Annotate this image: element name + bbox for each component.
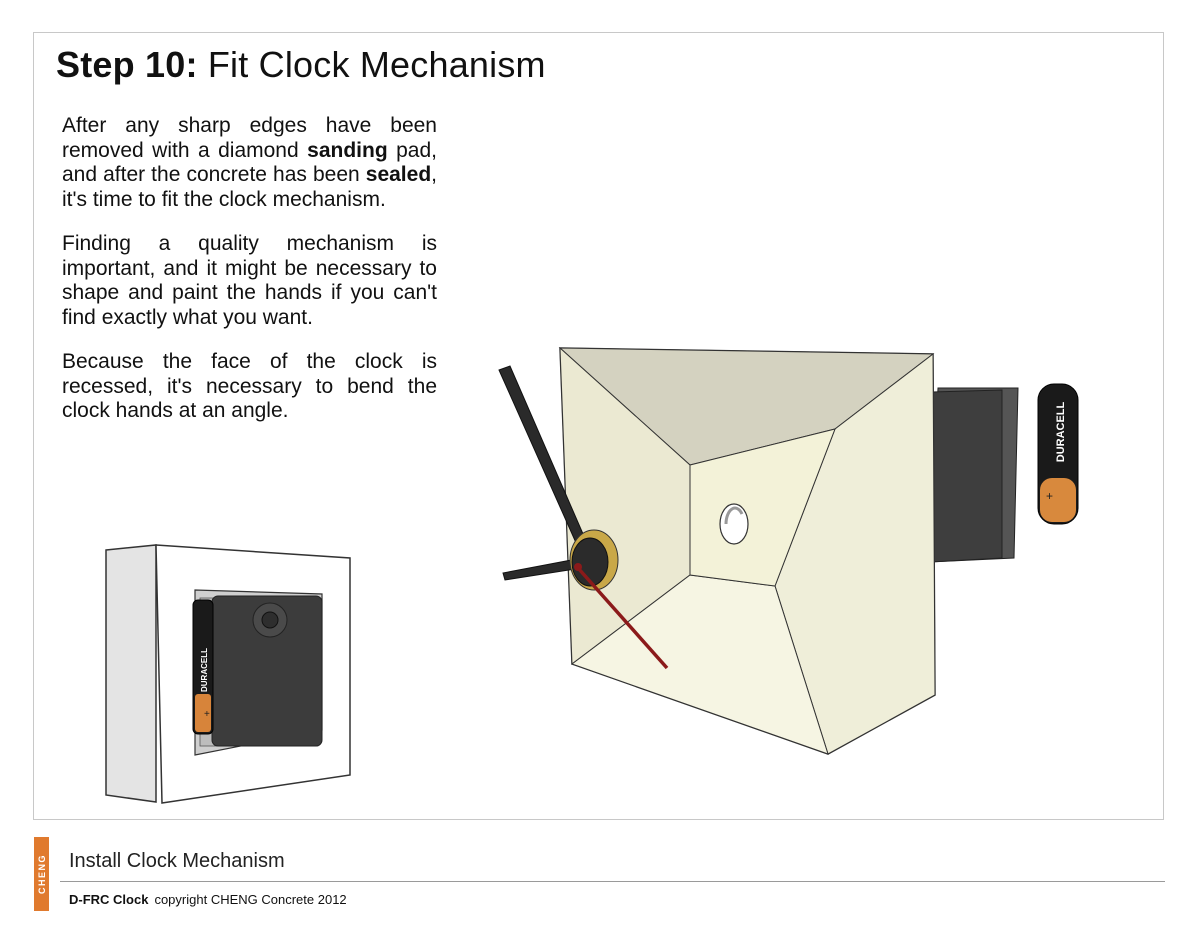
cheng-logo: CHENG bbox=[34, 837, 49, 911]
second-hand-cap bbox=[574, 563, 582, 571]
paragraph-3: Because the face of the clock is recesse… bbox=[62, 350, 437, 422]
logo-text: CHENG bbox=[36, 853, 47, 895]
p1-bold-sealed: sealed bbox=[365, 163, 432, 186]
shaft-hole-edge bbox=[724, 506, 744, 525]
loose-battery-label: DURACELL bbox=[1055, 401, 1067, 462]
shaft-hole bbox=[719, 503, 749, 545]
mechanism-box bbox=[929, 389, 1003, 563]
loose-battery-plus: + bbox=[1046, 489, 1053, 503]
hand-hub bbox=[571, 537, 609, 587]
box-side bbox=[105, 544, 157, 803]
recess-back-face bbox=[689, 428, 836, 587]
paragraph-2: Finding a quality mechanism is important… bbox=[62, 232, 437, 329]
loose-battery-copper-end bbox=[1040, 478, 1076, 522]
mechanism-shaft bbox=[261, 611, 279, 629]
p1-text-e: , it's time to fit the clock mechanism. bbox=[62, 163, 437, 211]
footer-line: D-FRC Clock copyright CHENG Concrete 2012 bbox=[69, 892, 347, 907]
battery-label: DURACELL bbox=[200, 648, 209, 692]
battery-copper-end bbox=[195, 694, 211, 732]
battery-plus-sign: + bbox=[204, 709, 210, 720]
p1-text-a: After any sharp edges have been removed … bbox=[62, 114, 437, 162]
copyright: copyright CHENG Concrete 2012 bbox=[154, 892, 347, 907]
step-title: Fit Clock Mechanism bbox=[207, 44, 546, 85]
exploded-illustration: DURACELL + bbox=[498, 346, 1079, 755]
p1-bold-sanding: sanding bbox=[307, 138, 388, 162]
product-name: D-FRC Clock bbox=[69, 892, 149, 907]
instructions: After any sharp edges have been removed … bbox=[62, 114, 437, 444]
footer-divider bbox=[60, 881, 1165, 882]
step-number: Step 10: bbox=[56, 44, 198, 85]
paragraph-1: After any sharp edges have been removed … bbox=[62, 114, 437, 212]
back-view-illustration: DURACELL + bbox=[105, 544, 351, 804]
section-title: Install Clock Mechanism bbox=[69, 850, 285, 872]
p1-text-c: pad, and after the concrete has been bbox=[62, 138, 437, 187]
second-hand bbox=[576, 566, 669, 670]
page-title: Step 10: Fit Clock Mechanism bbox=[56, 44, 546, 86]
